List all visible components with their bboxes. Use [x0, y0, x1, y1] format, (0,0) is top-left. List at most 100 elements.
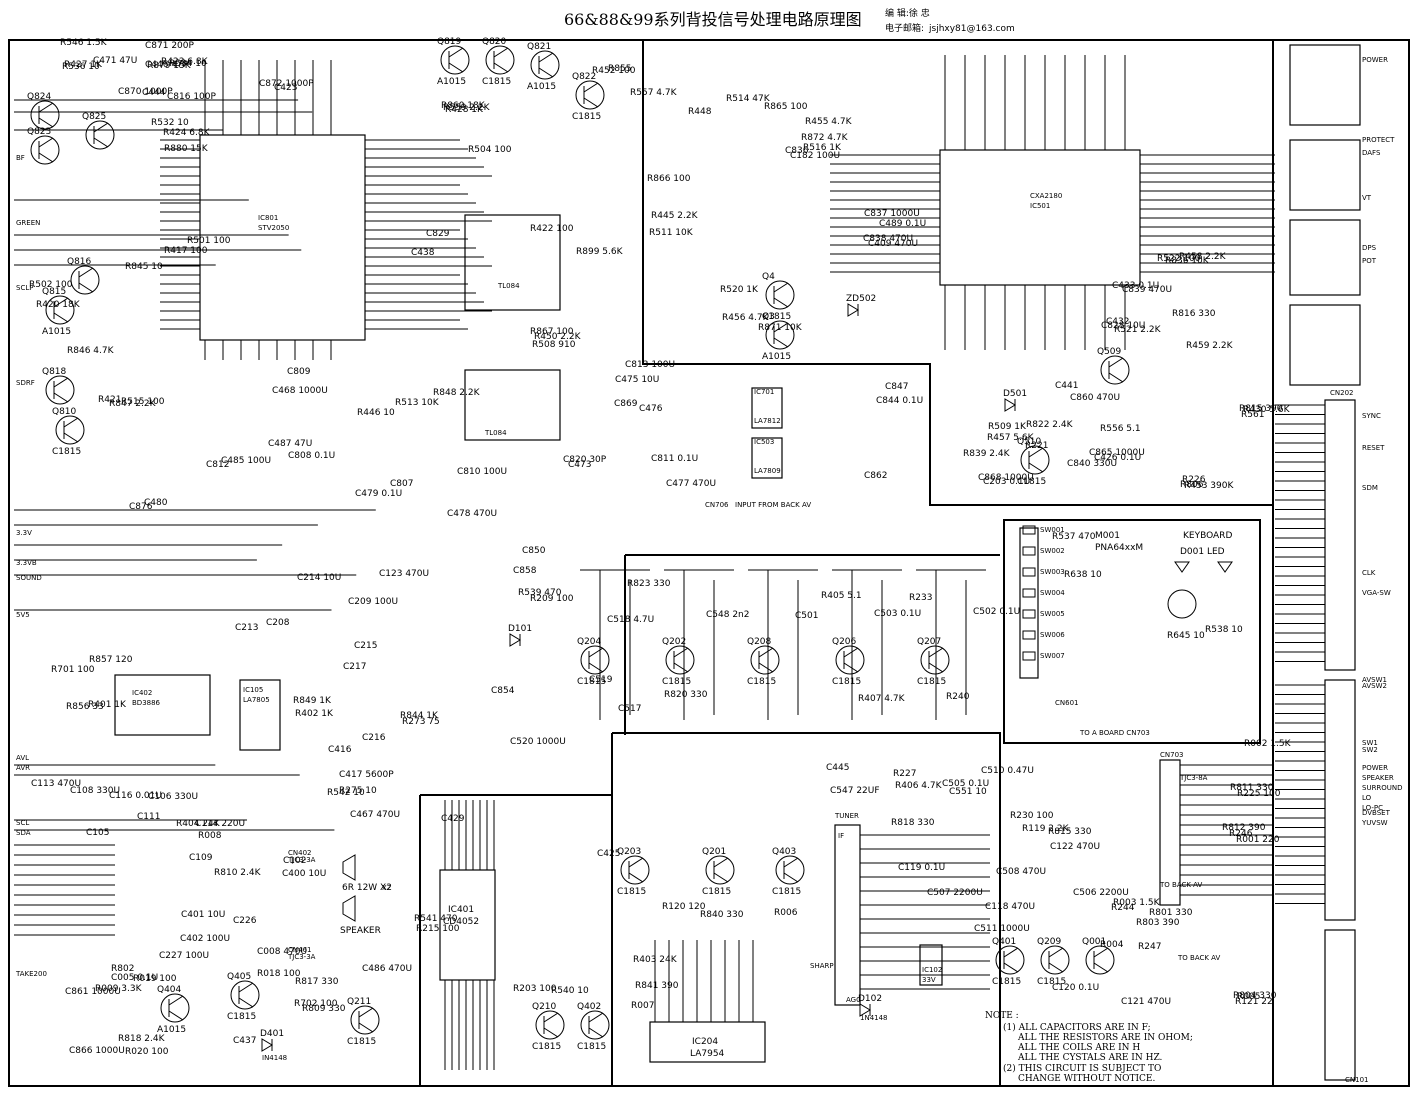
transistor-collector [928, 647, 944, 658]
capacitor-label: C123 470U [379, 569, 429, 579]
transistor-symbol [575, 80, 605, 110]
net-label-left: 5V5 [16, 611, 30, 619]
resistor-label: R701 100 [51, 665, 95, 675]
transistor-emitter [53, 392, 69, 403]
resistor-label: R537 470 [1052, 532, 1096, 542]
transistor-ref: Q820 [482, 37, 507, 47]
capacitor-label: C837 1000U [864, 209, 920, 219]
ic501-ref: IC501 [1030, 202, 1050, 210]
resistor-label: R502 100 [29, 280, 73, 290]
capacitor-label: C468 1000U [272, 386, 328, 396]
capacitor-label: C511 1000U [974, 924, 1030, 934]
resistor-label: R446 10 [357, 408, 395, 418]
ic701-body [751, 387, 783, 429]
transistor-ref: Q402 [577, 1002, 601, 1012]
transistor-ref: Q203 [617, 847, 641, 857]
transistor-ref: Q201 [702, 847, 726, 857]
keyboard-switch-column [1019, 527, 1039, 679]
transistor-emitter [93, 137, 109, 148]
av-connector [1324, 679, 1356, 921]
resistor-label: R538 10 [1205, 625, 1243, 635]
resistor-label: R445 2.2K [651, 211, 699, 221]
keyboard-transistor-symbol [1167, 589, 1197, 619]
transistor-emitter [78, 282, 94, 293]
ic402-ref: IC402 [132, 689, 152, 697]
transistor-symbol [485, 45, 515, 75]
capacitor-label: C836 [785, 146, 809, 156]
transistor-symbol [665, 645, 695, 675]
speaker-icon-1 [342, 854, 356, 881]
resistor-label: R860 18K [441, 101, 486, 111]
resistor-label: R006 [774, 908, 798, 918]
capacitor-label: C477 470U [666, 479, 716, 489]
transistor-emitter [588, 662, 604, 673]
transistor-ref: Q404 [157, 985, 182, 995]
capacitor-label: C437 [233, 1036, 256, 1046]
net-label-right: LO-PC [1362, 804, 1383, 812]
resistor-label: R848 2.2K [433, 388, 481, 398]
frame-video-section [642, 40, 1273, 506]
resistor-label: R820 330 [664, 690, 708, 700]
transistor-type: C1815 [832, 677, 861, 687]
transistor-collector [773, 322, 789, 333]
capacitor-label: C182 100U [790, 151, 840, 161]
resistor-label: R806 [1180, 480, 1204, 490]
resistor-label: R823 330 [627, 579, 671, 589]
net-label-right: SW2 [1362, 746, 1378, 754]
transistor-type: C1815 [227, 1012, 256, 1022]
cn703-ref: CN703 [1160, 751, 1184, 759]
ic402-body [114, 674, 211, 736]
transistor-symbol [160, 993, 190, 1023]
diode-ref: D102 [858, 994, 882, 1004]
resistor-label: R534 10 [169, 59, 207, 69]
capacitor-label: C102 [283, 856, 306, 866]
resistor-label: R453 390K [1184, 481, 1234, 491]
capacitor-label: C417 5600P [339, 770, 394, 780]
resistor-label: R816 330 [1172, 309, 1216, 319]
transistor-ref: Q823 [27, 127, 51, 137]
resistor-label: R001 220 [1236, 835, 1280, 845]
resistor-label: R403 24K [633, 955, 678, 965]
transistor-emitter [1003, 962, 1019, 973]
capacitor-label: C438 [411, 248, 435, 258]
net-label-left: SDRF [16, 379, 35, 387]
resistor-label: R818 330 [891, 818, 935, 828]
net-label-left: 3.3VB [16, 559, 37, 567]
diode-part: IN4148 [262, 1054, 287, 1062]
capacitor-label: C519 [589, 675, 613, 685]
resistor-label: R818 2.4K [118, 1034, 166, 1044]
transistor-type: C1815 [747, 677, 776, 687]
net-label-left: BF [16, 154, 25, 162]
transistor-emitter [38, 117, 54, 128]
ic803-part: TL084 [497, 282, 520, 290]
resistor-label: R844 1K [400, 711, 439, 721]
resistor-label: R427 1K [64, 60, 103, 70]
outer-frame [8, 39, 1410, 1087]
resistor-label: R402 1K [295, 709, 334, 719]
transistor-ref: Q509 [1097, 347, 1122, 357]
keyboard-switch-symbol [1022, 651, 1036, 661]
transistor-type: C1815 [52, 447, 81, 457]
keyboard-switch-label: SW001 [1040, 526, 1065, 534]
transistor-ref: Q207 [917, 637, 941, 647]
net-label-right: CLK [1362, 569, 1376, 577]
net-label-right: DAFS [1362, 149, 1381, 157]
diode-ref: D501 [1003, 389, 1027, 399]
transistor-symbol [1100, 355, 1130, 385]
transistor-ref: Q824 [27, 92, 52, 102]
net-label-right: YUVSW [1361, 819, 1388, 827]
transistor-collector [588, 1012, 604, 1023]
capacitor-label: C476 [639, 404, 663, 414]
tuner-if-label: IF [838, 832, 844, 840]
cn101-ref: CN101 [1345, 1076, 1369, 1084]
resistor-label: R457 5.6K [987, 433, 1035, 443]
capacitor-label: C820 30P [563, 455, 607, 465]
ic701-ref: IC701 [754, 388, 774, 396]
capacitor-label: C862 [864, 471, 887, 481]
capacitor-label: C850 [522, 546, 546, 556]
transistor-symbol [920, 645, 950, 675]
resistor-label: R520 1K [720, 285, 759, 295]
capacitor-label: C105 [86, 828, 109, 838]
